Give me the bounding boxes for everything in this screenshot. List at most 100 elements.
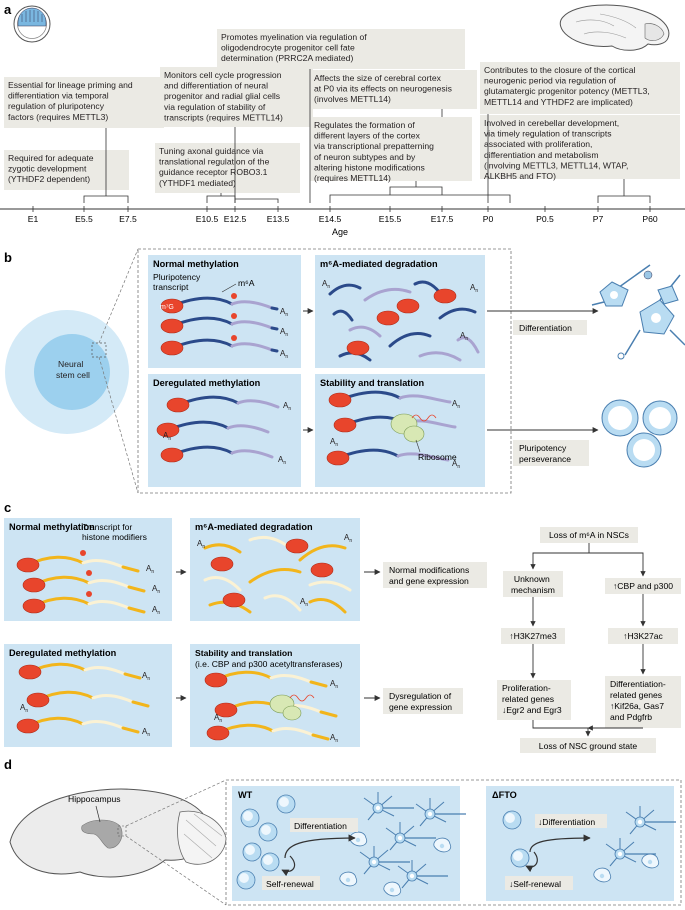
polya-tail: An xyxy=(452,459,460,470)
mrna-fragment xyxy=(456,336,480,354)
polya-tail: An xyxy=(452,399,460,410)
polya-tail: An xyxy=(152,605,160,616)
polya-tail: An xyxy=(322,279,330,290)
flow-h3k27me3: ↑H3K27me3 xyxy=(509,631,557,641)
cap-m7g xyxy=(346,340,370,356)
b-m6a-label: m⁶A xyxy=(238,278,255,288)
cap-m7g xyxy=(26,692,50,708)
mrna-fragment xyxy=(388,332,432,348)
box-e10 xyxy=(155,143,300,193)
d-differentiation: Differentiation xyxy=(294,821,347,831)
stem-cell-spheres-icon xyxy=(601,399,678,468)
cap-m7g xyxy=(433,288,457,304)
box-layers xyxy=(310,117,472,181)
c-normal-outcome: Normal modifications and gene expression xyxy=(389,565,472,586)
zoom-frame-b xyxy=(137,248,512,494)
box-p0-size xyxy=(310,70,477,109)
cap-m7g xyxy=(328,392,352,408)
panel-label-d: d xyxy=(4,757,12,772)
cap-m7g xyxy=(204,672,228,688)
zoom-square xyxy=(91,342,107,358)
cap-m7g xyxy=(206,725,230,741)
neuron xyxy=(415,798,466,827)
box-e1 xyxy=(4,150,129,190)
glial-cell xyxy=(641,853,660,869)
tick-label: P7 xyxy=(593,214,604,224)
box-e14 xyxy=(217,29,465,69)
neuron xyxy=(397,860,448,889)
m7g-label: m⁷G xyxy=(160,304,174,311)
polya-tail: An xyxy=(20,703,28,714)
m6a-mark xyxy=(231,313,237,319)
polya-tail: An xyxy=(146,564,154,575)
neuron xyxy=(385,822,436,851)
m6a-mark xyxy=(86,591,92,597)
timeline-brackets xyxy=(83,69,651,203)
glial-cell xyxy=(433,837,452,853)
cap-m7g xyxy=(214,702,238,718)
flow-ground: Loss of NSC ground state xyxy=(539,741,638,751)
mrna-fragment xyxy=(438,307,477,320)
c-flowchart: Loss of m⁶A in NSCs Unknown mechanism ↑C… xyxy=(497,527,681,753)
tick-label: E14.5 xyxy=(319,214,342,224)
polya-tail: An xyxy=(280,349,288,360)
neuron xyxy=(359,846,410,875)
hippocampus-label: Hippocampus xyxy=(68,794,121,804)
d-wt-title: WT xyxy=(238,790,253,800)
c-arrows xyxy=(176,569,381,701)
flow-h3k27ac: ↑H3K27ac xyxy=(623,631,663,641)
cap-m7g xyxy=(18,664,42,680)
c-stability-title: Stability and translation (i.e. CBP and … xyxy=(195,648,343,669)
panel-label-a: a xyxy=(4,2,12,17)
polya-tail: An xyxy=(278,455,286,466)
box-closure xyxy=(480,62,680,114)
cap-m7g xyxy=(160,298,184,314)
polya-tail: An xyxy=(197,539,205,550)
mrna-fragment xyxy=(418,351,462,362)
mrna-fragment xyxy=(248,568,302,584)
c-normal-title: Normal methylation xyxy=(9,522,95,532)
cap-m7g xyxy=(160,318,184,334)
b-stability-title: Stability and translation xyxy=(320,378,425,388)
panel-label-c: c xyxy=(4,500,11,515)
flow-unknown: Unknown mechanism xyxy=(511,574,555,595)
polya-tail: An xyxy=(152,584,160,595)
cap-m7g xyxy=(285,538,309,554)
mrna-fragment xyxy=(308,598,347,614)
c-dysreg-outcome: Dysregulation of gene expression xyxy=(389,691,454,712)
box-e12 xyxy=(160,67,313,127)
c-normal-outcome-box xyxy=(383,562,487,588)
mrna-fragment xyxy=(363,287,412,302)
zoom-lines xyxy=(98,248,139,494)
cap-m7g xyxy=(22,598,46,614)
flow-cbp: ↑CBP and p300 xyxy=(613,581,673,591)
tick-label: P0.5 xyxy=(536,214,554,224)
cap-m7g xyxy=(166,397,190,413)
glial-cell xyxy=(383,881,402,897)
d-self-renewal: Self-renewal xyxy=(266,879,314,889)
neural-stem-cell-label: Neural stem cell xyxy=(56,359,90,380)
mrna-fragment xyxy=(203,576,242,592)
embryo-icon xyxy=(13,5,51,43)
d-arrows xyxy=(281,834,591,877)
flow-loss: Loss of m⁶A in NSCs xyxy=(549,530,629,540)
panel-label-b: b xyxy=(4,250,12,265)
m6a-mark xyxy=(80,550,86,556)
milestone-boxes xyxy=(4,29,680,193)
polya-tail: An xyxy=(214,713,222,724)
d-down-diff: ↓Differentiation xyxy=(538,817,595,827)
tick-label: E12.5 xyxy=(224,214,247,224)
cap-m7g xyxy=(326,450,350,466)
brain-icon xyxy=(559,4,670,51)
polya-tail: An xyxy=(330,437,338,448)
box-cerebellar xyxy=(480,115,680,179)
polya-tail: An xyxy=(283,401,291,412)
glial-cell xyxy=(339,871,358,887)
tick-label: E13.5 xyxy=(267,214,290,224)
b-pluri-label: Pluripotency transcript xyxy=(153,272,203,292)
